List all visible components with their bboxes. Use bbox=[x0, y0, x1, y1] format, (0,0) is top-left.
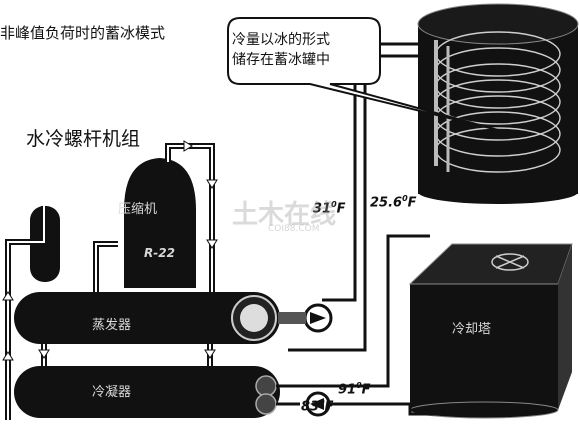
cooling-tower-label: 冷却塔 bbox=[452, 322, 492, 337]
evaporator-shell bbox=[14, 292, 280, 344]
watermark: 土木在线 bbox=[232, 200, 337, 230]
cooling-tower-body bbox=[408, 243, 573, 419]
callout-bubble bbox=[227, 17, 499, 131]
condenser-entering-temp: 830F bbox=[301, 398, 334, 415]
glycol-pipes bbox=[288, 42, 418, 352]
glycol-pump bbox=[278, 303, 333, 333]
refrigerant-label: R-22 bbox=[144, 246, 175, 260]
callout-text: 冷量以冰的形式 储存在蓄冰罐中 bbox=[232, 30, 362, 70]
evaporator-label: 蒸发器 bbox=[92, 318, 132, 333]
compressor-label: 压缩机 bbox=[118, 202, 158, 217]
callout-line-1: 冷量以冰的形式 bbox=[232, 32, 330, 48]
flow-arrows bbox=[2, 140, 218, 361]
glycol-return-temp: 25.60F bbox=[370, 194, 417, 211]
ice-storage-tank bbox=[417, 3, 579, 204]
glycol-supply-temp: 310F bbox=[313, 200, 346, 217]
condenser-label: 冷凝器 bbox=[92, 385, 132, 400]
condenser-water-pipes bbox=[276, 234, 476, 416]
watermark-sub: COI88.COM bbox=[268, 224, 320, 234]
condenser-pump bbox=[305, 391, 331, 417]
chiller-unit-label: 水冷螺杆机组 bbox=[26, 128, 141, 150]
condenser-leaving-temp: 910F bbox=[338, 381, 371, 398]
compressor-body bbox=[124, 158, 196, 288]
condenser-shell bbox=[14, 366, 280, 418]
callout-line-2: 储存在蓄冰罐中 bbox=[232, 52, 330, 68]
diagram-title: 非峰值负荷时的蓄冰模式 bbox=[0, 24, 166, 42]
